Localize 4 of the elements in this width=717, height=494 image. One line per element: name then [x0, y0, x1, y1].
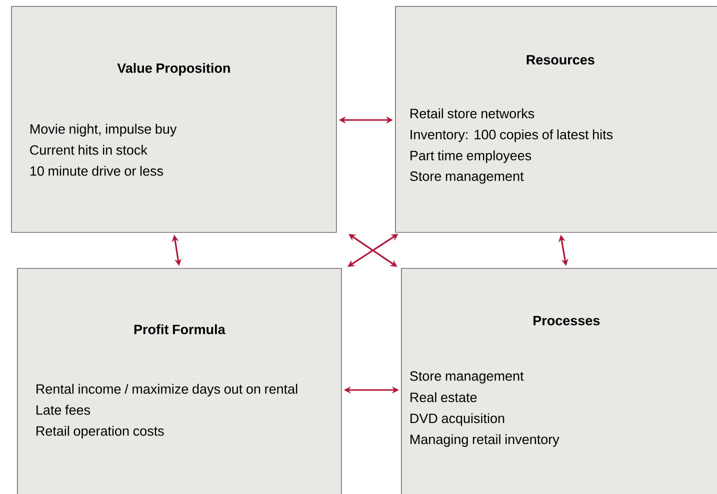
text-box: Processes Store management Real estate DVD acquisition Managing retail inventory [401, 268, 717, 494]
text-box: Value Proposition Movie night, impulse buy Current hits in stock 10 minute drive or less [11, 6, 337, 233]
text-box: Resources Retail store networks Inventory: 100 copies of latest hits Part time employees Store management [395, 6, 717, 233]
text-box: Profit Formula Rental income / maximize days out on rental Late fees Retail operation costs [17, 268, 342, 494]
